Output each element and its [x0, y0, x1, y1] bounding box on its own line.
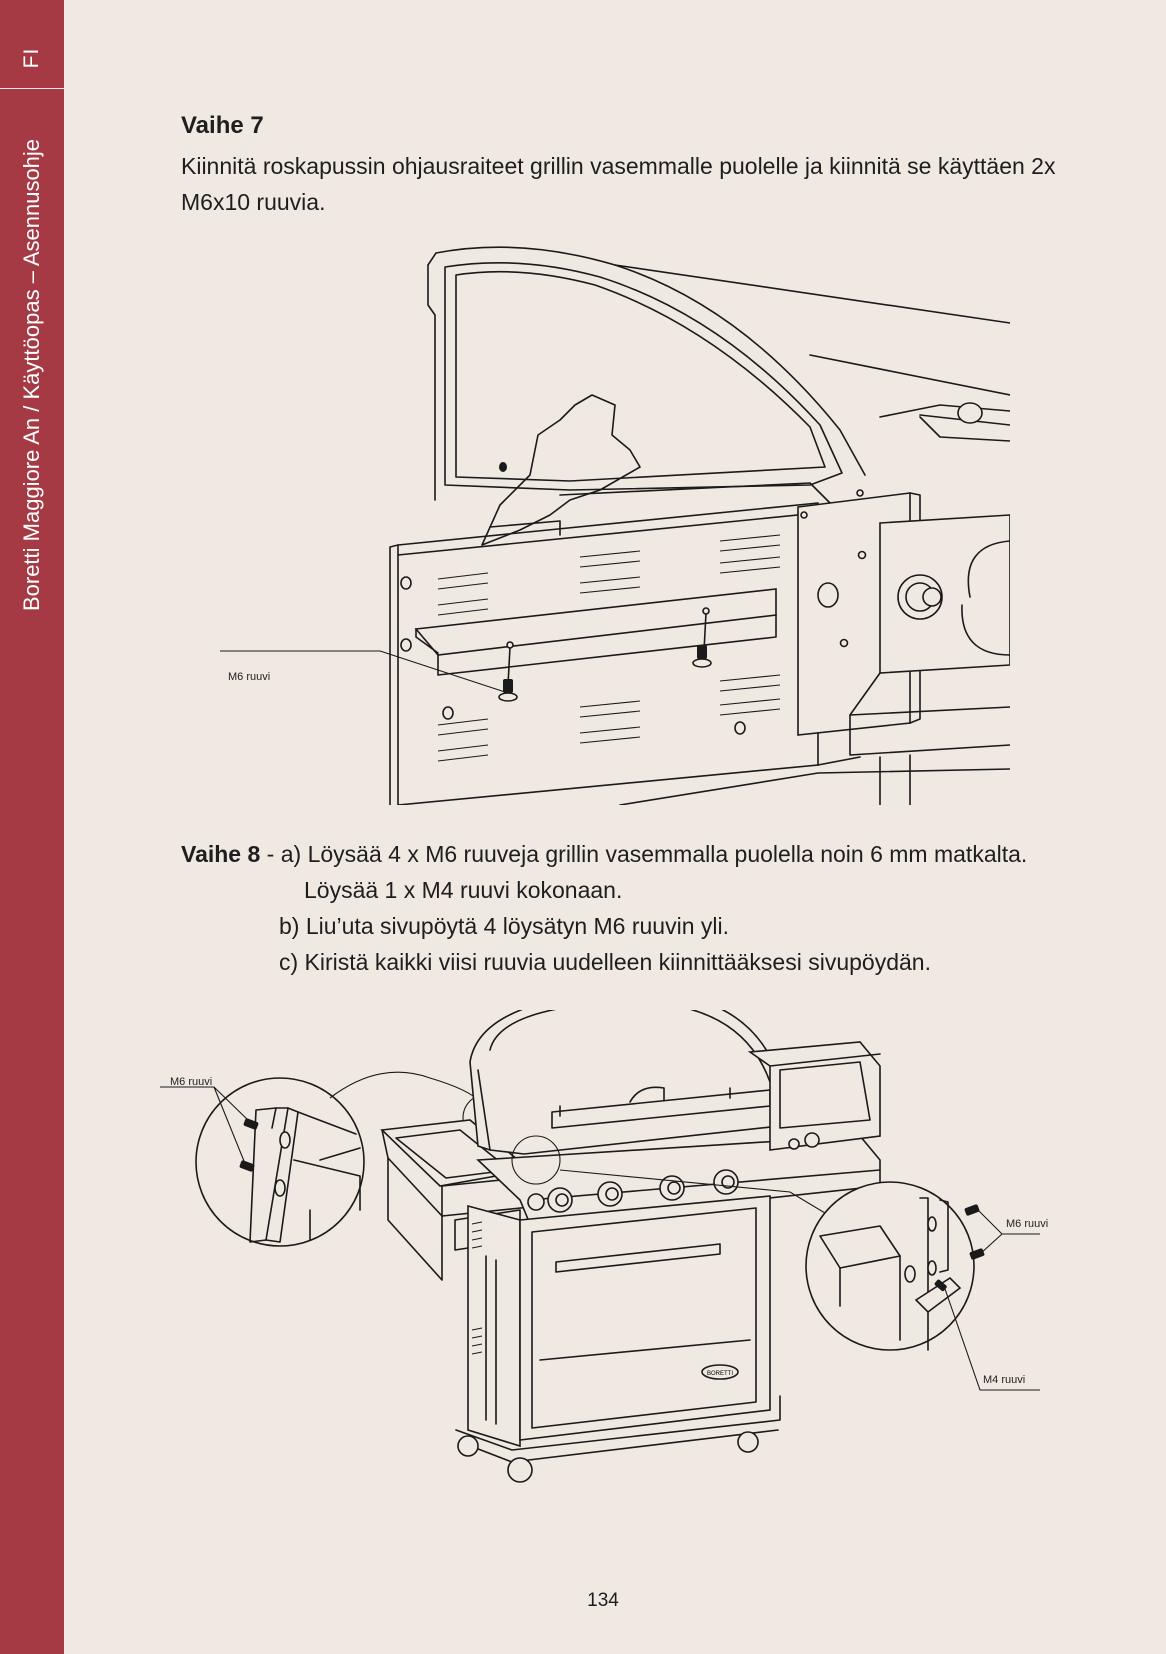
step8-title: Vaihe 8: [181, 841, 261, 867]
step8-item-b: b) Liu’uta sivupöytä 4 löysätyn M6 ruuvi…: [279, 913, 729, 939]
step8-dash: -: [260, 841, 281, 867]
language-tab: FI: [0, 0, 64, 89]
language-label: FI: [20, 47, 43, 69]
brand-badge: BORETTI: [707, 1371, 733, 1377]
step8-callout-m6-right: M6 ruuvi: [1006, 1218, 1049, 1230]
step8-callout-m6-left: M6 ruuvi: [170, 1076, 213, 1088]
document-title: Boretti Maggiore An / Käyttöopas – Asenn…: [19, 138, 44, 612]
step8-callout-m4-right: M4 ruuvi: [983, 1374, 1026, 1386]
step8-item-a1: a) Löysää 4 x M6 ruuveja grillin vasemma…: [280, 841, 1028, 867]
page-number: 134: [587, 1590, 619, 1611]
step7-illustration: [220, 246, 1010, 805]
step8-item-a2: Löysää 1 x M4 ruuvi kokonaan.: [304, 877, 623, 903]
step7-title: Vaihe 7: [181, 112, 264, 139]
step8-illustration: BORETTI: [160, 1010, 1040, 1483]
sidebar: FI Boretti Maggiore An / Käyttöopas – As…: [0, 0, 64, 1654]
step8-item-c: c) Kiristä kaikki viisi ruuvia uudelleen…: [279, 949, 931, 975]
step7-instructions: Kiinnitä roskapussin ohjausraiteet grill…: [181, 153, 1056, 215]
step7-callout-m6: M6 ruuvi: [228, 671, 271, 683]
